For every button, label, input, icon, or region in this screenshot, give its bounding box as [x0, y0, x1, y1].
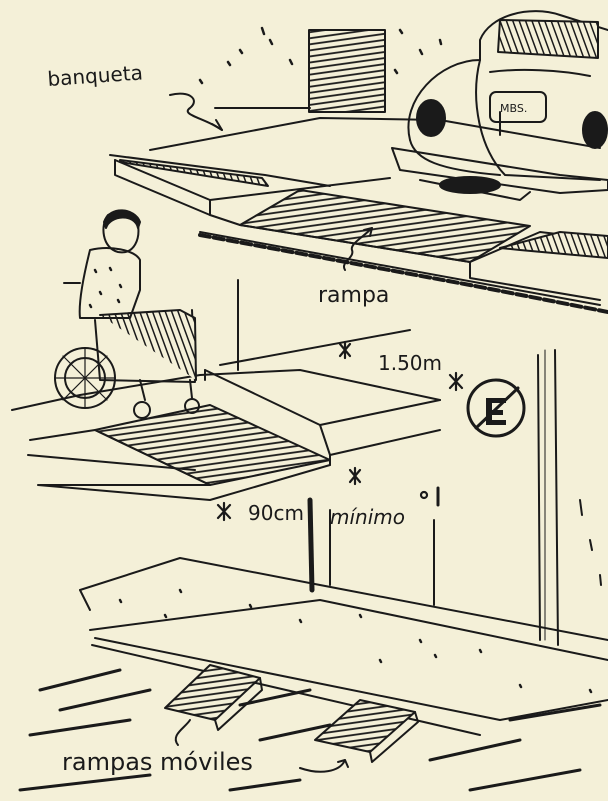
label-width-main: 1.50m: [378, 351, 442, 375]
no-parking-sign-icon: [468, 380, 524, 436]
label-width-min-suffix: mínimo: [330, 505, 405, 529]
lower-ramp: [28, 405, 330, 500]
pointer-banqueta: [170, 94, 222, 130]
back-building: [200, 28, 441, 112]
upper-ramp: [200, 190, 608, 312]
mobile-ramp-left: [165, 665, 262, 730]
label-banqueta: banqueta: [47, 60, 144, 91]
car-license-plate: MBS.: [500, 102, 527, 115]
label-rampa: rampa: [318, 283, 389, 308]
label-mobile-ramps: rampas móviles: [62, 748, 253, 776]
mobile-ramp-right: [315, 700, 418, 762]
label-width-min: 90cm: [248, 501, 304, 525]
